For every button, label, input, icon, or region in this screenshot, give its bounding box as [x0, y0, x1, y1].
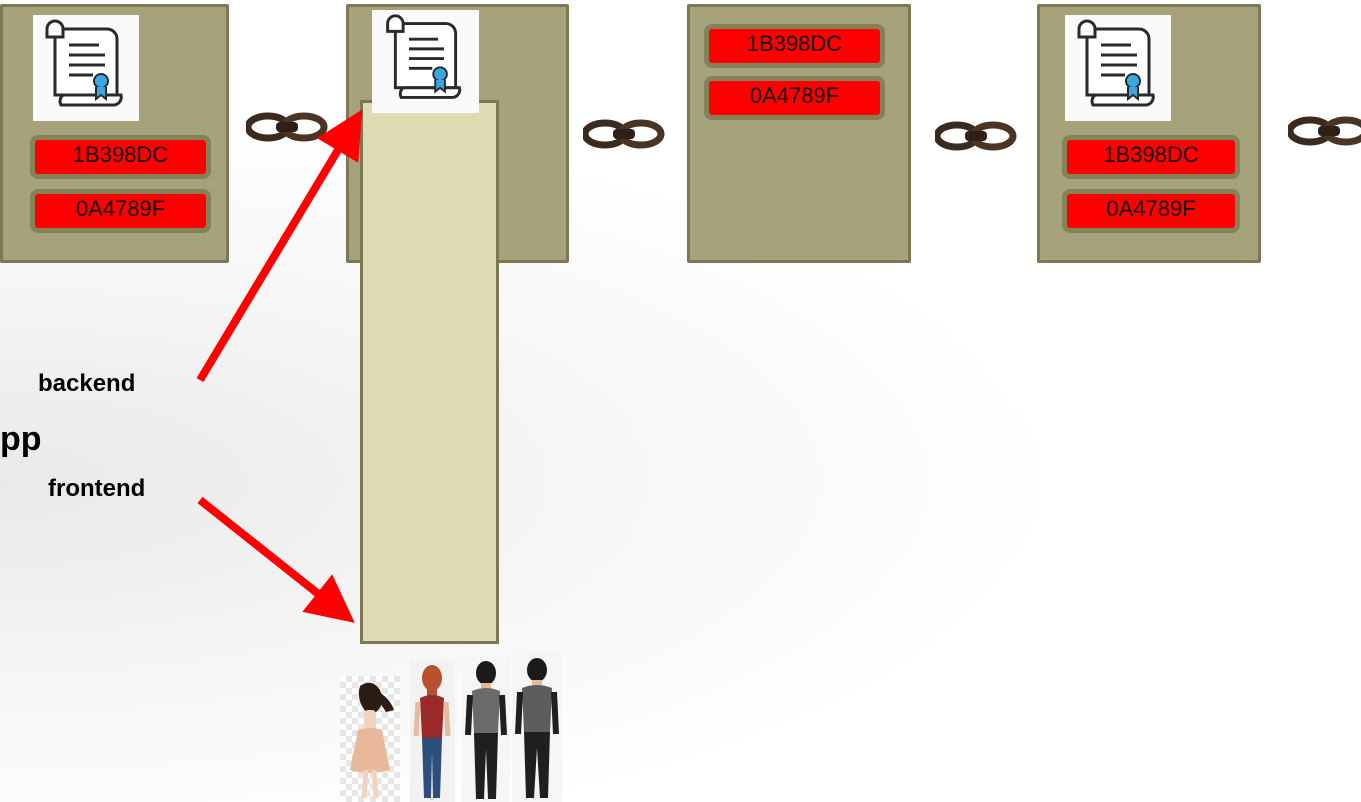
chain-link-icon — [1288, 111, 1361, 151]
hash-badge: 1B398DC — [30, 135, 211, 179]
hash-badge: 1B398DC — [704, 24, 885, 68]
man-user-icon — [462, 655, 510, 802]
block-3: 1B398DC 0A4789F — [687, 4, 911, 263]
hash-badge: 0A4789F — [704, 76, 885, 120]
app-label-partial: pp — [0, 420, 42, 458]
hash-badge: 0A4789F — [1062, 189, 1240, 233]
certificate-scroll-icon — [1065, 15, 1171, 121]
woman-user-icon — [410, 660, 455, 802]
frontend-arrow — [197, 496, 355, 623]
chain-link-icon — [935, 116, 1017, 156]
woman-user-icon — [340, 676, 400, 802]
block-4: 1B398DC 0A4789F — [1037, 4, 1261, 263]
man-user-icon — [512, 652, 562, 802]
chain-link-icon — [246, 107, 328, 147]
hash-badge: 0A4789F — [30, 189, 211, 233]
frontend-label: frontend — [48, 475, 146, 502]
dapp-column — [360, 100, 499, 644]
hash-badge: 1B398DC — [1062, 135, 1240, 179]
chain-link-icon — [583, 114, 665, 154]
certificate-scroll-icon — [33, 15, 139, 121]
block-1: 1B398DC 0A4789F — [0, 4, 229, 263]
certificate-scroll-icon — [372, 10, 479, 113]
backend-label: backend — [38, 370, 136, 397]
